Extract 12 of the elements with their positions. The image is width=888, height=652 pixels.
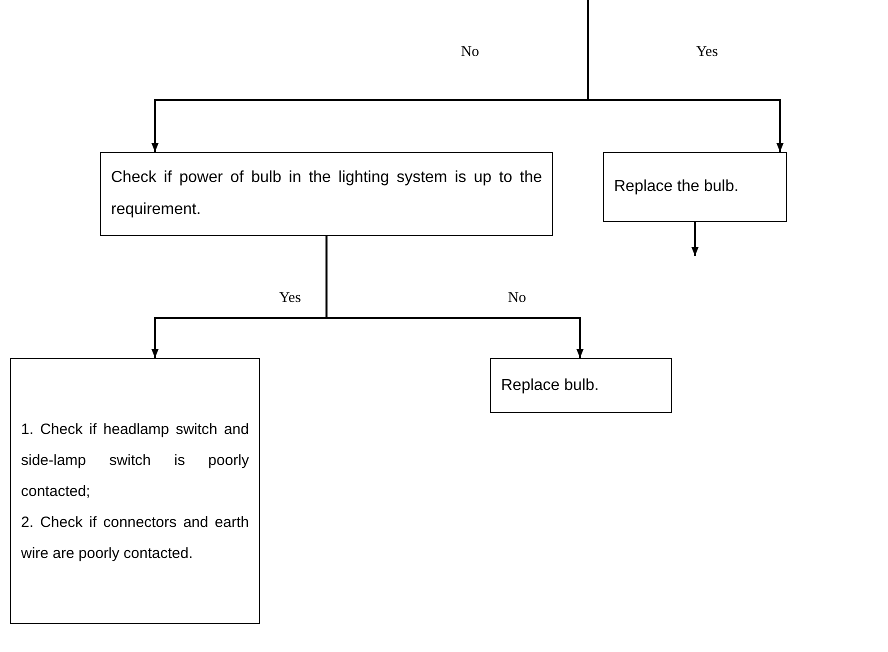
arrow [326, 236, 584, 358]
process-box [490, 358, 672, 413]
process-box [603, 152, 787, 222]
box-text: Replace bulb. [501, 376, 600, 396]
box-text: 1. Check if headlamp switch and side-lamp switch is poorly contacted; [21, 420, 249, 502]
box-text: Replace the bulb. [614, 177, 740, 197]
arrow [587, 0, 784, 152]
box-text: Check if power of bulb in the lighting system is up to the requirement. [111, 168, 542, 220]
process-box [100, 152, 553, 236]
process-box [10, 358, 260, 624]
arrow [691, 222, 699, 256]
box-text: 2. Check if connectors and earth wire are poorly contacted. [21, 512, 249, 564]
